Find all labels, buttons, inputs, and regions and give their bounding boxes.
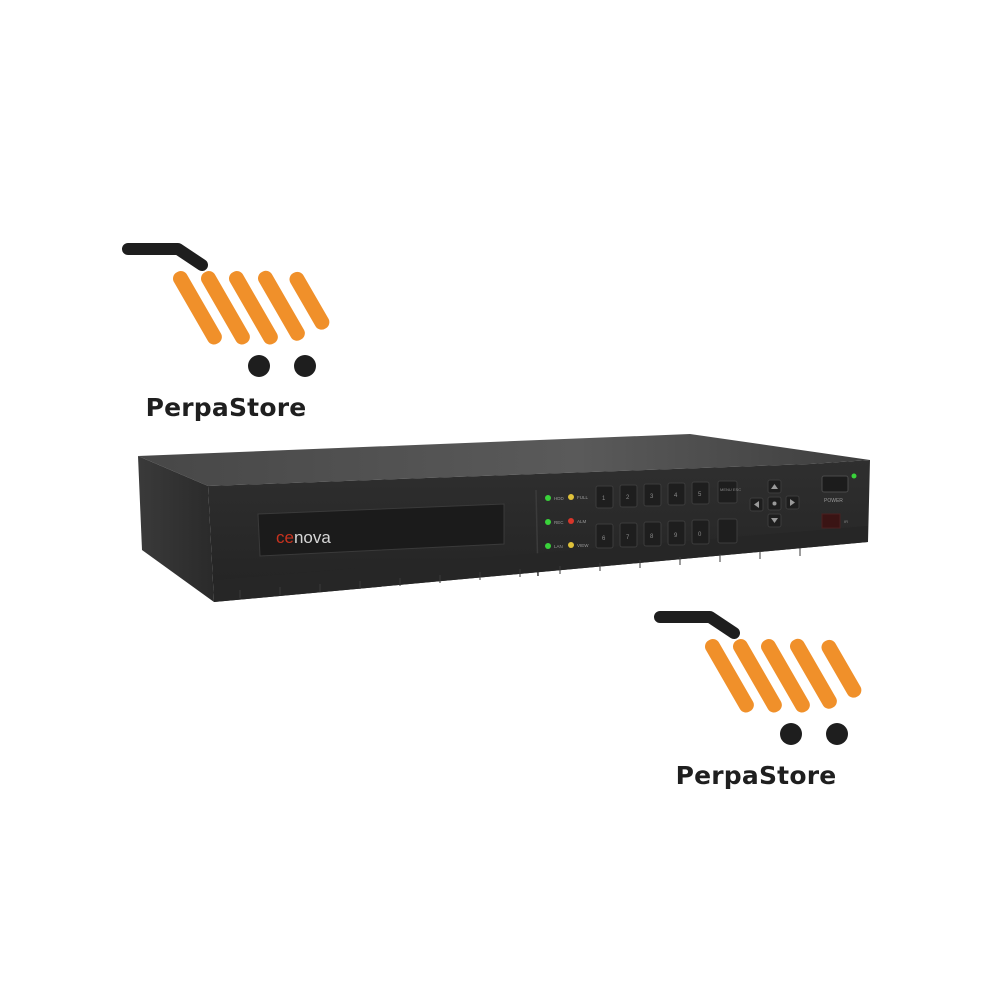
watermark-brand-text: PerpaStore (145, 393, 307, 422)
ir-label: IR (844, 519, 848, 524)
svg-text:8: 8 (650, 534, 654, 540)
svg-text:HDD: HDD (554, 496, 564, 501)
device-brand-logo: cenova (276, 528, 331, 547)
svg-text:3: 3 (650, 494, 654, 500)
top-keypad-row: 1 2 3 4 5 MENU ESC (595, 480, 741, 509)
key-8[interactable] (643, 521, 662, 547)
key-0[interactable] (691, 519, 710, 545)
led-alm (568, 518, 574, 524)
svg-text:FULL: FULL (577, 495, 589, 500)
key-5[interactable] (691, 481, 710, 505)
svg-text:6: 6 (602, 536, 606, 542)
svg-text:REC: REC (554, 520, 564, 525)
svg-text:1: 1 (602, 496, 606, 502)
perpastore-watermark-bottom: PerpaStore (652, 603, 912, 803)
led-rec (545, 519, 551, 525)
key-7[interactable] (619, 522, 638, 548)
ir-receiver-window (821, 513, 841, 529)
svg-text:5: 5 (698, 492, 702, 498)
dvr-recorder-device: cenova HDD FULL REC ALM LAN VIEW 1 2 3 (130, 430, 870, 620)
left-arrow-icon (754, 501, 759, 508)
extra-key[interactable] (717, 518, 738, 544)
up-arrow-icon (771, 484, 778, 489)
power-led (851, 473, 857, 479)
svg-text:9: 9 (674, 533, 678, 539)
svg-text:0: 0 (698, 532, 702, 538)
menu-esc-label: MENU ESC (720, 487, 741, 492)
power-panel: POWER IR (821, 473, 857, 529)
shopping-cart-icon (122, 243, 330, 377)
ok-icon (772, 501, 777, 506)
key-3[interactable] (643, 483, 662, 507)
key-4[interactable] (667, 482, 686, 506)
key-1[interactable] (595, 485, 614, 509)
power-button[interactable] (821, 475, 849, 493)
front-display-window (257, 503, 505, 557)
power-label: POWER (824, 498, 843, 504)
led-full (568, 494, 574, 500)
key-6[interactable] (595, 523, 614, 549)
watermark-brand-text: PerpaStore (675, 761, 837, 790)
key-2[interactable] (619, 484, 638, 508)
svg-text:VIEW: VIEW (577, 543, 589, 548)
led-hdd (545, 495, 551, 501)
right-arrow-icon (790, 499, 795, 506)
device-top-panel (138, 434, 870, 486)
shopping-cart-icon (654, 611, 862, 745)
svg-text:4: 4 (674, 493, 678, 499)
svg-text:2: 2 (626, 495, 630, 501)
device-side-panel (138, 456, 214, 602)
menu-esc-key[interactable] (717, 480, 738, 504)
perpastore-watermark-top: PerpaStore (120, 235, 380, 435)
bottom-keypad-row: 6 7 8 9 0 (595, 518, 738, 549)
led-lan (545, 543, 551, 549)
direction-pad (749, 479, 800, 528)
key-9[interactable] (667, 520, 686, 546)
down-arrow-icon (771, 518, 778, 523)
status-led-panel: HDD FULL REC ALM LAN VIEW (545, 494, 589, 549)
led-view (568, 542, 574, 548)
svg-text:LAN: LAN (554, 544, 563, 549)
svg-text:7: 7 (626, 535, 630, 541)
svg-text:ALM: ALM (577, 519, 587, 524)
